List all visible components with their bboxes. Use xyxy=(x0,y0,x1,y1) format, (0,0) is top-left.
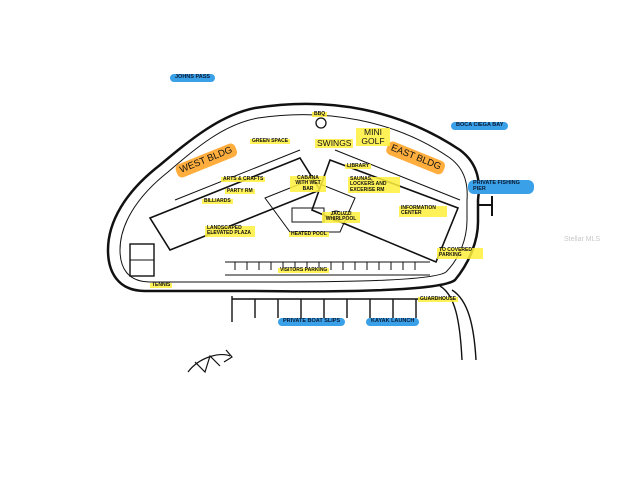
mini-golf-label: MINI GOLF xyxy=(356,128,390,146)
boat-slips xyxy=(231,296,445,322)
billiards-label: BILLIARDS xyxy=(202,198,233,205)
saunas-lockers-label: SAUNAS, LOCKERS AND EXCERISE RM xyxy=(348,176,400,193)
heated-pool-label: HEATED POOL xyxy=(289,231,329,238)
arts-crafts-label: ARTS & CRAFTS xyxy=(221,176,266,183)
site-boundary xyxy=(106,102,481,293)
party-rm-label: PARTY RM xyxy=(225,188,255,195)
cabana-label: CABANA WITH WET BAR xyxy=(290,175,326,192)
covered-parking-label: TO COVERED PARKING xyxy=(437,247,483,259)
boca-ciega-bay-label: BOCA CIEGA BAY xyxy=(451,122,509,130)
bbq-circle xyxy=(315,117,327,129)
swings-label: SWINGS xyxy=(315,138,354,148)
tennis-label: TENNIS xyxy=(150,282,173,289)
landscaped-plaza-label: LANDSCAPED ELEVATED PLAZA xyxy=(205,225,255,237)
private-fishing-pier-label: PRIVATE FISHING PIER xyxy=(468,180,534,194)
jacuzzi-label: JACUZZI WHIRLPOOL xyxy=(322,211,360,223)
mls-watermark: Stellar MLS xyxy=(564,236,601,243)
bbq-label: BBQ xyxy=(312,111,328,118)
green-space-label: GREEN SPACE xyxy=(250,138,291,145)
visitors-parking-label: VISITORS PARKING xyxy=(278,267,330,274)
exit-road xyxy=(439,285,463,361)
north-arrow xyxy=(187,349,233,374)
guardhouse-label: GUARDHOUSE xyxy=(418,296,459,303)
site-inner-road xyxy=(119,114,468,283)
fishing-pier xyxy=(478,196,493,216)
library-label: LIBRARY xyxy=(345,163,372,170)
johns-pass-label: JOHNS PASS xyxy=(170,74,216,82)
information-center-label: INFORMATION CENTER xyxy=(399,205,447,217)
kayak-launch-label: KAYAK LAUNCH xyxy=(366,318,420,326)
private-boat-slips-label: PRIVATE BOAT SLIPS xyxy=(278,318,346,326)
visitors-parking-stalls xyxy=(225,261,430,276)
